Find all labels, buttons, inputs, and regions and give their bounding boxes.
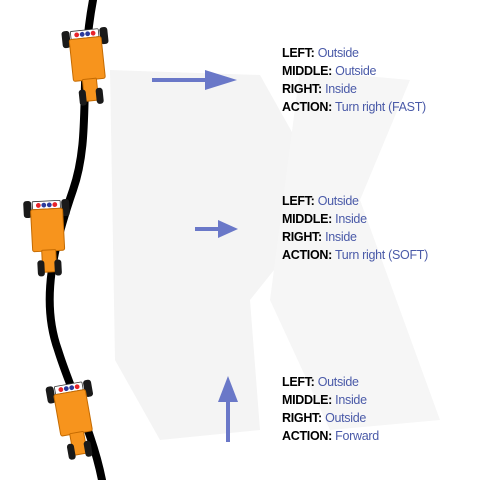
action-row: ACTION: Forward: [282, 427, 379, 445]
right-arrow-icon: [152, 70, 237, 90]
sensor-panel-1: LEFT: Outside MIDDLE: Outside RIGHT: Ins…: [282, 44, 426, 116]
robot-icon: [22, 198, 74, 278]
action-row: ACTION: Turn right (FAST): [282, 98, 426, 116]
middle-sensor-row: MIDDLE: Inside: [282, 391, 379, 409]
left-sensor-row: LEFT: Outside: [282, 192, 428, 210]
right-arrow-icon: [195, 220, 238, 238]
left-label: LEFT:: [282, 46, 315, 60]
sensor-panel-2: LEFT: Outside MIDDLE: Inside RIGHT: Insi…: [282, 192, 428, 264]
middle-sensor-row: MIDDLE: Outside: [282, 62, 426, 80]
action-label: ACTION:: [282, 100, 332, 114]
left-sensor-row: LEFT: Outside: [282, 373, 379, 391]
left-label: LEFT:: [282, 375, 315, 389]
right-sensor-row: RIGHT: Inside: [282, 228, 428, 246]
middle-value: Inside: [335, 393, 367, 407]
action-value: Turn right (FAST): [334, 100, 426, 114]
middle-label: MIDDLE:: [282, 212, 332, 226]
action-label: ACTION:: [282, 429, 332, 443]
right-label: RIGHT:: [282, 82, 322, 96]
right-sensor-row: RIGHT: Outside: [282, 409, 379, 427]
left-value: Outside: [317, 194, 359, 208]
middle-value: Inside: [335, 212, 367, 226]
left-label: LEFT:: [282, 194, 315, 208]
action-label: ACTION:: [282, 248, 332, 262]
left-sensor-row: LEFT: Outside: [282, 44, 426, 62]
right-label: RIGHT:: [282, 230, 322, 244]
middle-label: MIDDLE:: [282, 393, 332, 407]
middle-sensor-row: MIDDLE: Inside: [282, 210, 428, 228]
right-value: Inside: [325, 82, 357, 96]
action-value: Forward: [335, 429, 379, 443]
left-value: Outside: [317, 375, 359, 389]
robot-icon: [60, 26, 116, 108]
sensor-panel-3: LEFT: Outside MIDDLE: Inside RIGHT: Outs…: [282, 373, 379, 445]
action-row: ACTION: Turn right (SOFT): [282, 246, 428, 264]
right-sensor-row: RIGHT: Inside: [282, 80, 426, 98]
middle-value: Outside: [335, 64, 377, 78]
right-value: Outside: [325, 411, 367, 425]
right-label: RIGHT:: [282, 411, 322, 425]
middle-label: MIDDLE:: [282, 64, 332, 78]
action-value: Turn right (SOFT): [334, 248, 428, 262]
right-value: Inside: [325, 230, 357, 244]
up-arrow-icon: [218, 376, 238, 442]
left-value: Outside: [317, 46, 359, 60]
watermark-logo: [110, 70, 440, 440]
